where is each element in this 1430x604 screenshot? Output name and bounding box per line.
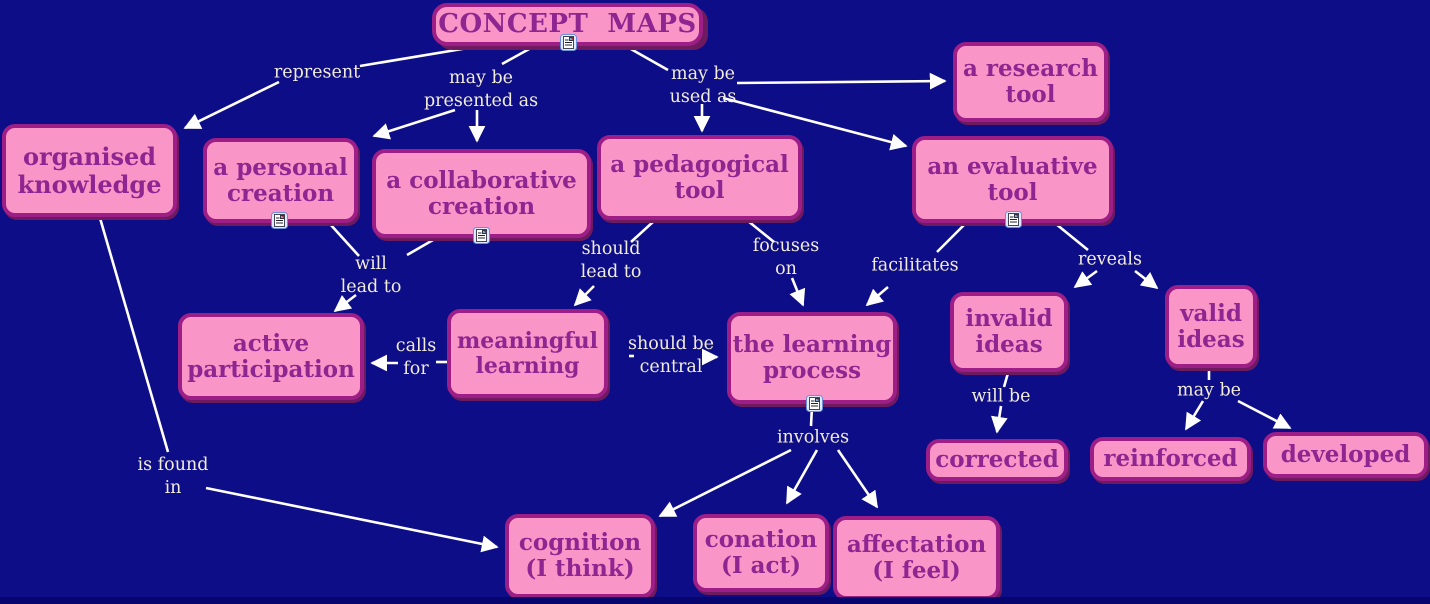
node-organised-knowledge[interactable]: organised knowledge xyxy=(2,124,177,217)
node-valid-ideas[interactable]: valid ideas xyxy=(1165,285,1257,368)
edge-label-will-lead-to[interactable]: will lead to xyxy=(340,253,402,297)
node-a-collaborative-creation[interactable]: a collaborative creation xyxy=(372,149,591,238)
resource-link-icon[interactable] xyxy=(1005,211,1022,228)
canvas-bottom-edge xyxy=(0,597,1430,604)
node-conation[interactable]: conation (I act) xyxy=(693,514,829,592)
edge-label-calls-for[interactable]: calls for xyxy=(395,335,437,379)
edge-label-focuses-on[interactable]: focuses on xyxy=(752,235,820,279)
node-corrected[interactable]: corrected xyxy=(926,439,1068,481)
resource-link-icon[interactable] xyxy=(560,34,577,51)
node-a-research-tool[interactable]: a research tool xyxy=(953,42,1108,122)
node-reinforced[interactable]: reinforced xyxy=(1090,437,1251,481)
resource-link-icon[interactable] xyxy=(473,227,490,244)
node-meaningful-learning[interactable]: meaningful learning xyxy=(447,309,608,398)
edge-label-may-be[interactable]: may be xyxy=(1176,380,1242,401)
edge-label-should-lead-to[interactable]: should lead to xyxy=(580,238,642,282)
edge-label-should-be-central[interactable]: should be central xyxy=(628,333,714,377)
node-cognition[interactable]: cognition (I think) xyxy=(505,514,655,598)
node-invalid-ideas[interactable]: invalid ideas xyxy=(950,292,1068,372)
node-the-learning-process[interactable]: the learning process xyxy=(727,312,897,404)
edge-label-involves[interactable]: involves xyxy=(776,427,850,448)
node-an-evaluative-tool[interactable]: an evaluative tool xyxy=(912,136,1113,223)
resource-link-icon[interactable] xyxy=(806,395,823,412)
node-affectation[interactable]: affectation (I feel) xyxy=(833,516,1000,600)
node-developed[interactable]: developed xyxy=(1263,432,1428,478)
node-a-personal-creation[interactable]: a personal creation xyxy=(203,138,358,223)
node-active-participation[interactable]: active participation xyxy=(178,313,364,400)
edge-label-will-be[interactable]: will be xyxy=(971,386,1031,407)
node-a-pedagogical-tool[interactable]: a pedagogical tool xyxy=(597,135,802,220)
edge-label-facilitates[interactable]: facilitates xyxy=(871,255,959,276)
edge-label-reveals[interactable]: reveals xyxy=(1078,249,1142,270)
edge-label-may-be-used-as[interactable]: may be used as xyxy=(669,63,737,107)
edge-label-represent[interactable]: represent xyxy=(273,62,361,83)
edge-label-is-found-in[interactable]: is found in xyxy=(137,454,209,498)
edge-label-may-be-presented-as[interactable]: may be presented as xyxy=(423,67,539,111)
resource-link-icon[interactable] xyxy=(271,212,288,229)
